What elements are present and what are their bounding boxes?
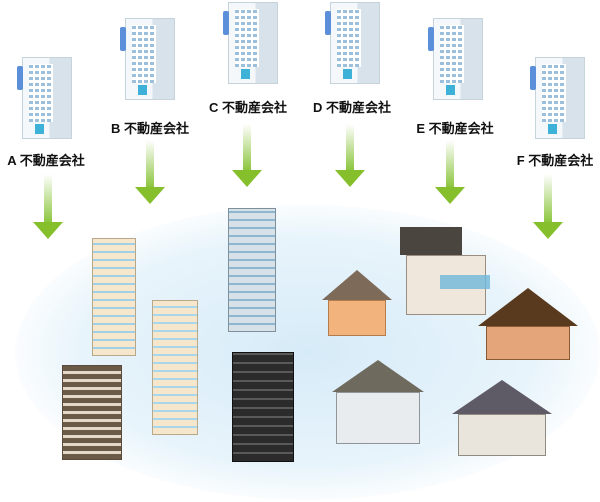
office-building-icon [530,57,585,139]
house-icon [322,270,392,340]
condominium-icon [62,365,122,460]
company-label: A 不動産会社 [7,153,85,168]
down-arrow-icon [335,124,365,187]
house-icon [478,288,578,368]
apartment-tower-icon [228,208,276,332]
down-arrow-icon [435,140,465,204]
modern-house-icon [400,215,492,315]
office-building-icon [17,57,72,139]
apartment-tower-icon [152,300,198,435]
apartment-tower-icon [92,238,136,356]
black-apartment-icon [232,352,294,462]
down-arrow-icon [135,140,165,204]
company-label: E 不動産会社 [416,121,494,136]
down-arrow-icon [232,124,262,187]
company-label: C 不動産会社 [208,100,288,115]
company-label: D 不動産会社 [312,100,392,115]
office-building-icon [325,2,380,84]
company-label: F 不動産会社 [516,153,594,168]
house-icon [332,360,424,450]
house-icon [452,380,552,460]
down-arrow-icon [33,174,63,239]
company-label: B 不動産会社 [110,121,190,136]
office-building-icon [120,18,175,100]
office-building-icon [223,2,278,84]
down-arrow-icon [533,174,563,239]
office-building-icon [428,18,483,100]
